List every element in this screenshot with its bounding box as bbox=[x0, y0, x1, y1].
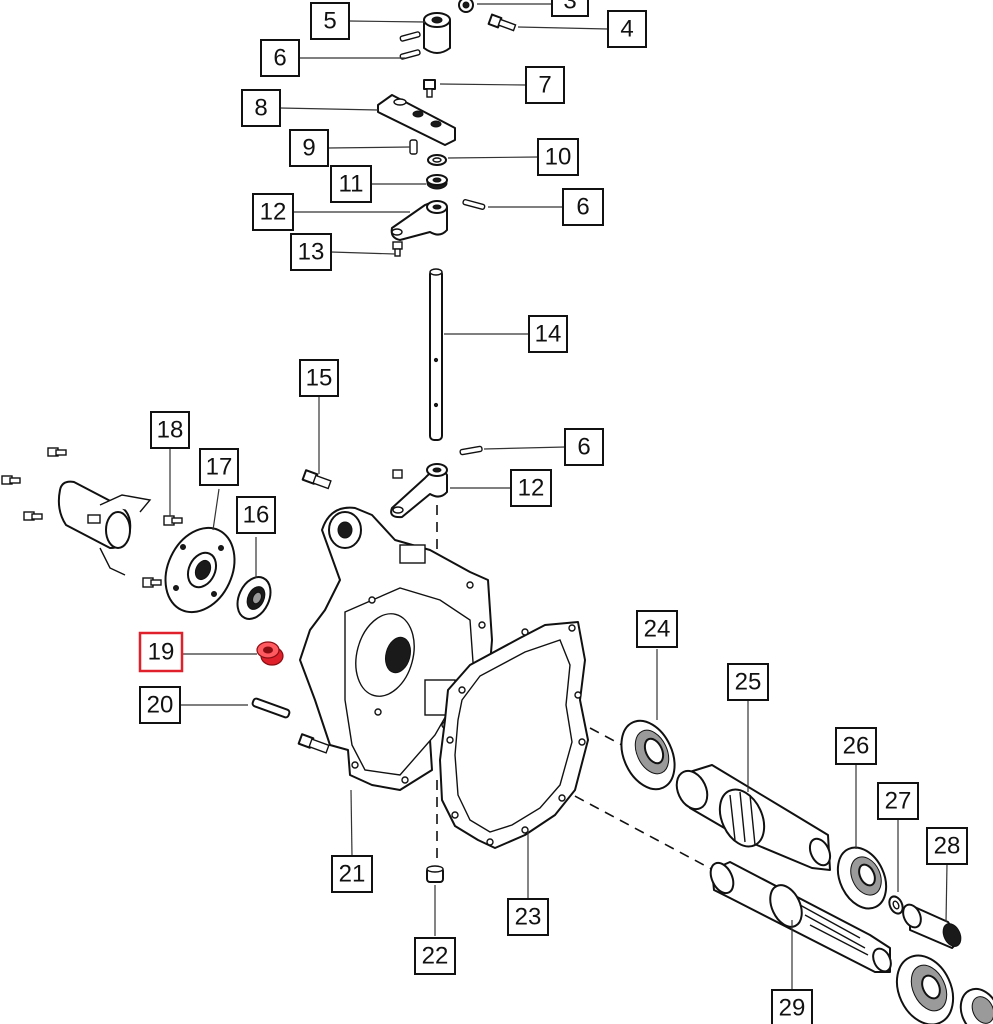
part-9-pin bbox=[409, 139, 418, 155]
left-small-bolts bbox=[1, 447, 67, 521]
part-3-nut bbox=[458, 0, 474, 13]
label-29-text: 29 bbox=[779, 995, 806, 1022]
label-8: 8 bbox=[241, 89, 281, 127]
part-16-seal bbox=[236, 576, 272, 620]
part-29-output-shaft bbox=[709, 861, 892, 973]
label-22: 22 bbox=[414, 937, 456, 975]
sensor-assembly bbox=[57, 480, 152, 576]
part-20-pin bbox=[251, 697, 291, 719]
part-5-collar bbox=[423, 12, 451, 54]
label-15-text: 15 bbox=[306, 365, 333, 392]
label-18: 18 bbox=[150, 411, 190, 449]
label-19-highlighted: 19 bbox=[138, 631, 184, 673]
label-27: 27 bbox=[877, 782, 919, 820]
label-11-text: 11 bbox=[339, 171, 364, 198]
label-3-text: 3 bbox=[563, 0, 576, 15]
label-7: 7 bbox=[525, 66, 565, 104]
label-14-text: 14 bbox=[535, 321, 562, 348]
label-17-text: 17 bbox=[206, 454, 233, 481]
part-11-bushing bbox=[426, 174, 448, 190]
label-24: 24 bbox=[636, 610, 678, 648]
part-25-gear-shaft bbox=[675, 764, 832, 871]
label-26-text: 26 bbox=[843, 733, 870, 760]
label-6a-text: 6 bbox=[273, 45, 286, 72]
label-25: 25 bbox=[727, 663, 769, 701]
label-12a: 12 bbox=[252, 193, 294, 231]
label-6c-text: 6 bbox=[577, 434, 590, 461]
label-6c: 6 bbox=[564, 428, 604, 466]
label-3: 3 bbox=[551, 0, 589, 17]
part-28-sleeve bbox=[902, 903, 962, 949]
label-4-text: 4 bbox=[620, 16, 633, 43]
label-11: 11 bbox=[330, 165, 372, 203]
label-23-text: 23 bbox=[515, 904, 542, 931]
label-26: 26 bbox=[835, 727, 877, 765]
small-bolt-lower-left bbox=[142, 577, 162, 588]
label-21: 21 bbox=[331, 855, 373, 893]
label-20-text: 20 bbox=[147, 692, 174, 719]
label-5-text: 5 bbox=[323, 8, 336, 35]
part-27-ring bbox=[888, 895, 904, 915]
part-24-bearing bbox=[620, 719, 676, 791]
label-6b: 6 bbox=[562, 188, 604, 226]
housing-bolts bbox=[297, 469, 332, 754]
label-22-text: 22 bbox=[422, 943, 449, 970]
label-23: 23 bbox=[507, 898, 549, 936]
label-16: 16 bbox=[236, 496, 276, 534]
part-26-bearing bbox=[836, 846, 888, 910]
part-4-bolt bbox=[487, 13, 517, 32]
label-6b-text: 6 bbox=[576, 194, 589, 221]
label-25-text: 25 bbox=[735, 669, 762, 696]
label-28: 28 bbox=[926, 827, 968, 865]
part-22-plug bbox=[426, 865, 444, 883]
part-7-screw bbox=[423, 79, 436, 98]
part-6-pins-top bbox=[399, 31, 421, 60]
label-15: 15 bbox=[299, 359, 339, 397]
bottom-right-bearings bbox=[895, 954, 993, 1024]
label-27-text: 27 bbox=[885, 788, 912, 815]
label-6a: 6 bbox=[260, 39, 300, 77]
label-13: 13 bbox=[290, 233, 332, 271]
part-17-flange bbox=[164, 526, 236, 614]
part-8-plate bbox=[377, 94, 456, 146]
label-20: 20 bbox=[139, 686, 181, 724]
label-18-text: 18 bbox=[157, 417, 184, 444]
part-12-lever-low bbox=[390, 463, 448, 519]
label-12b: 12 bbox=[510, 469, 552, 507]
part-19-bushing bbox=[256, 641, 284, 666]
label-13-text: 13 bbox=[298, 239, 325, 266]
label-9: 9 bbox=[289, 129, 329, 167]
label-29: 29 bbox=[771, 989, 813, 1024]
leader-lines bbox=[169, 3, 948, 990]
part-21-housing bbox=[299, 506, 493, 791]
part-6-pin-mid bbox=[462, 198, 486, 210]
label-28-text: 28 bbox=[934, 833, 961, 860]
part-6-pin-low bbox=[459, 445, 483, 456]
label-5: 5 bbox=[310, 2, 350, 40]
label-9-text: 9 bbox=[302, 135, 315, 162]
part-12-lever-top bbox=[390, 200, 448, 241]
label-10-text: 10 bbox=[545, 144, 572, 171]
part-23-gasket bbox=[439, 621, 589, 849]
label-19-text: 19 bbox=[148, 639, 175, 666]
label-14: 14 bbox=[528, 315, 568, 353]
part-18-bolt bbox=[163, 515, 183, 526]
label-4: 4 bbox=[607, 10, 647, 48]
label-10: 10 bbox=[537, 138, 579, 176]
part-14-shaft bbox=[429, 268, 443, 441]
part-13-screw bbox=[392, 241, 403, 257]
label-21-text: 21 bbox=[339, 861, 366, 888]
label-17: 17 bbox=[199, 448, 239, 486]
part-10-washer bbox=[427, 154, 447, 166]
label-7-text: 7 bbox=[538, 72, 551, 99]
label-16-text: 16 bbox=[243, 502, 270, 529]
label-8-text: 8 bbox=[254, 95, 267, 122]
label-12a-text: 12 bbox=[260, 199, 287, 226]
label-12b-text: 12 bbox=[518, 475, 545, 502]
label-24-text: 24 bbox=[644, 616, 671, 643]
